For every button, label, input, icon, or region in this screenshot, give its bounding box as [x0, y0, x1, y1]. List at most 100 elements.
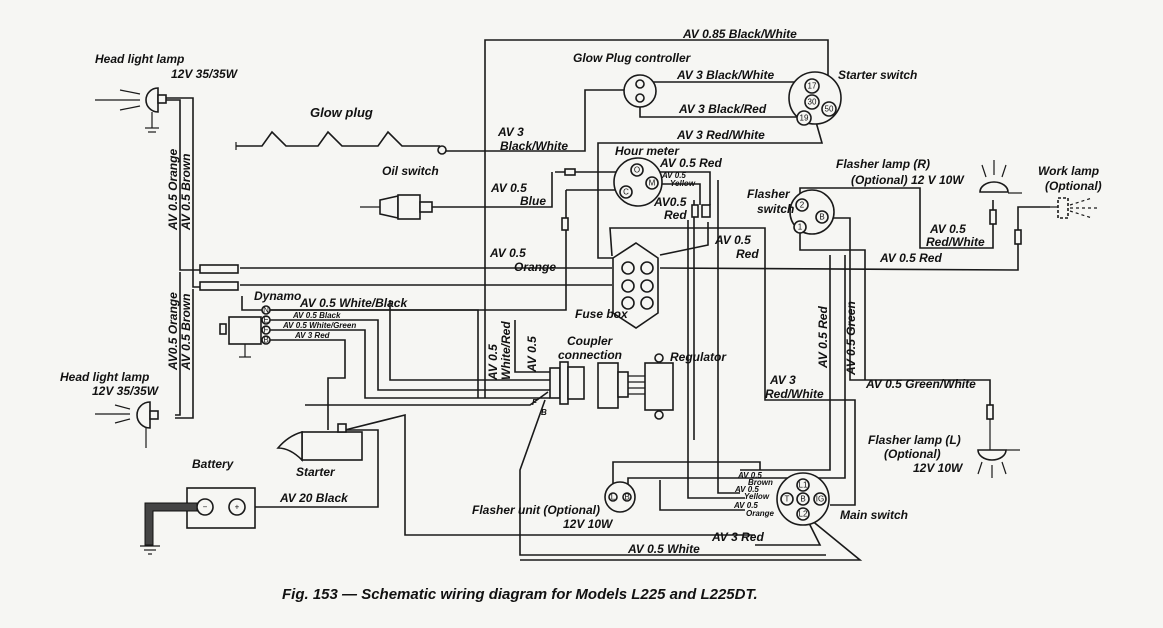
label-av20: AV 20 Black	[279, 491, 349, 505]
label-v-green: AV 0.5 Green	[844, 301, 858, 376]
flasher-unit: L B Flasher unit (Optional) 12V 10W	[472, 481, 636, 531]
wire-dyn-black	[268, 319, 550, 391]
svg-text:IG: IG	[816, 495, 824, 504]
label-rw-1: AV 0.5	[929, 222, 966, 236]
glow-plug-controller-label: Glow Plug controller	[573, 51, 692, 65]
wire-av05	[514, 320, 550, 373]
regulator: Regulator	[644, 350, 727, 420]
bullet-connectors-left	[199, 264, 239, 291]
label-av3-br: AV 3 Black/Red	[678, 102, 767, 116]
wire-work-lamp	[1017, 206, 1050, 230]
label-hl-bot-orange: AV0.5 Orange	[166, 292, 180, 371]
head-lamp-bottom-spec: 12V 35/35W	[92, 384, 160, 398]
inline-connectors	[561, 168, 1022, 420]
wire-av05-white	[520, 514, 863, 561]
label-hl-top-brown: AV 0.5 Brown	[179, 154, 193, 231]
label-coupler-b: B	[541, 408, 547, 417]
label-rw-2: Red/White	[926, 235, 985, 249]
wire-starter-main	[344, 413, 755, 536]
wire-av05-white-red	[389, 300, 550, 381]
label-fs-red-1: AV 0.5	[714, 233, 751, 247]
label-hl-bot-brown: AV 0.5 Brown	[179, 294, 193, 371]
wire-flasher-unit-l	[612, 461, 761, 495]
wire-av05-blue	[405, 172, 553, 208]
head-lamp-top-spec: 12V 35/35W	[171, 67, 239, 81]
wire-hour-meter-yellow	[655, 183, 701, 205]
flasher-lamp-r-label: Flasher lamp (R)	[836, 157, 930, 171]
head-lamp-top-name: Head light lamp	[95, 52, 184, 66]
hour-meter: O M C Hour meter	[613, 144, 680, 207]
wire-coupler-f	[305, 391, 549, 406]
label-blue-1: AV 0.5	[490, 181, 527, 195]
flasher-lamp-l-spec: (Optional)	[884, 447, 941, 461]
oil-switch: Oil switch	[360, 164, 439, 220]
regulator-label: Regulator	[670, 350, 727, 364]
wire-av3-red-white	[597, 107, 824, 259]
starter-switch-label: Starter switch	[838, 68, 917, 82]
flasher-switch: 2 B 1 Flasher switch	[747, 187, 835, 235]
glow-plug-controller: Glow Plug controller	[573, 51, 692, 108]
svg-text:B: B	[819, 213, 824, 222]
wire-av05-green	[828, 217, 991, 420]
wire-hl-top-brown	[165, 97, 205, 288]
svg-text:19: 19	[800, 114, 809, 123]
main-switch-label: Main switch	[840, 508, 908, 522]
starter-label: Starter	[296, 465, 336, 479]
svg-text:F: F	[264, 326, 269, 335]
wire-ms-yellow	[687, 220, 745, 499]
glow-plug: Glow plug	[235, 105, 447, 155]
label-hm-red2-1: AV0.5	[653, 195, 687, 209]
svg-text:M: M	[649, 179, 656, 188]
head-light-lamp-top: Head light lamp 12V 35/35W	[95, 52, 239, 133]
label-coupler-f: F	[532, 398, 538, 407]
wire-coupler-b	[519, 399, 826, 556]
flasher-unit-spec: 12V 10W	[563, 517, 614, 531]
svg-text:50: 50	[825, 105, 834, 114]
fuse-box-label: Fuse box	[575, 307, 629, 321]
wire-av05-red-fuse	[659, 222, 709, 256]
svg-text:L2: L2	[799, 510, 808, 519]
work-lamp: Work lamp (Optional)	[1038, 164, 1102, 219]
wire-av3-red-bottom	[755, 514, 822, 546]
wire-ms-brown	[717, 180, 740, 494]
label-av05-red-right: AV 0.5 Red	[879, 251, 942, 265]
label-av3-left-2: Black/White	[500, 139, 568, 153]
label-dyn-wg: AV 0.5 White/Green	[282, 321, 356, 330]
label-ms-orange-1: AV 0.5	[733, 501, 758, 510]
label-dyn-red: AV 3 Red	[294, 331, 331, 340]
svg-text:B: B	[624, 493, 629, 502]
label-av3-bw-top: AV 3 Black/White	[676, 68, 774, 82]
label-av085-bw: AV 0.85 Black/White	[682, 27, 797, 41]
flasher-lamp-r-spec: (Optional) 12 V 10W	[851, 173, 965, 187]
battery: − + Battery	[140, 457, 256, 555]
wire-hl-bot-orange	[175, 272, 181, 416]
svg-text:B: B	[800, 495, 805, 504]
wire-av05-green-vertical	[627, 255, 846, 488]
label-orange-1: AV 0.5	[489, 246, 526, 260]
coupler-label-2: connection	[558, 348, 622, 362]
wires	[165, 39, 1050, 561]
hour-meter-label: Hour meter	[615, 144, 680, 158]
flasher-lamp-l: Flasher lamp (L) (Optional) 12V 10W	[868, 420, 1020, 478]
svg-text:T: T	[785, 495, 790, 504]
wire-av3-black-white-glow	[445, 89, 626, 152]
wire-dyn-white-green	[268, 329, 550, 399]
label-av05-white: AV 0.5 White	[627, 542, 700, 556]
label-dyn-black: AV 0.5 Black	[292, 311, 341, 320]
wire-hl-bot-brown	[175, 289, 194, 419]
wire-flasher-1	[799, 232, 866, 380]
head-lamp-bottom-name: Head light lamp	[60, 370, 149, 384]
dynamo: N E F B Dynamo	[219, 289, 301, 358]
flasher-unit-label: Flasher unit (Optional)	[472, 503, 600, 517]
work-lamp-label: Work lamp	[1038, 164, 1099, 178]
svg-text:+: +	[235, 503, 240, 512]
wire-av20-black	[250, 429, 379, 508]
label-hm-red2-2: Red	[664, 208, 687, 222]
dynamo-label: Dynamo	[254, 289, 301, 303]
svg-text:B: B	[263, 336, 268, 345]
wire-av3-black-white	[639, 81, 803, 88]
label-orange-2: Orange	[514, 260, 556, 274]
label-fs-red-2: Red	[736, 247, 759, 261]
fuse-box: Fuse box	[575, 242, 659, 329]
svg-text:−: −	[203, 503, 208, 512]
